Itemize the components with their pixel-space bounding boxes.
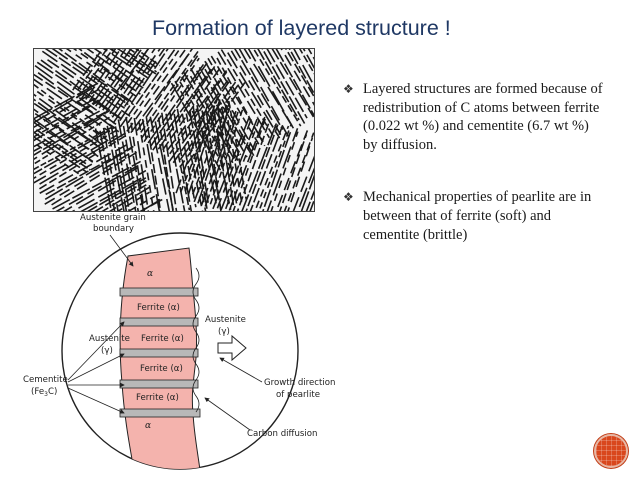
bullet-item: ❖ Mechanical properties of pearlite are … xyxy=(343,188,603,244)
bullet-text: Layered structures are formed because of… xyxy=(363,81,603,153)
label-austenite-right: Austenite xyxy=(205,315,246,325)
label-ferrite-4: Ferrite (α) xyxy=(136,393,179,403)
bullet-text: Mechanical properties of pearlite are in… xyxy=(363,189,592,243)
pearlite-formation-diagram: Austenite grain boundary α Ferrite (α) F… xyxy=(23,213,336,470)
bullet-item: ❖ Layered structures are formed because … xyxy=(343,80,603,154)
cementite-plate xyxy=(119,379,199,389)
bullet-list: ❖ Layered structures are formed because … xyxy=(343,80,603,278)
growth-arrow-icon xyxy=(217,334,247,362)
label-boundary: boundary xyxy=(93,224,134,234)
label-ferrite-3: Ferrite (α) xyxy=(140,364,183,374)
label-gamma-right: (γ) xyxy=(218,327,230,337)
label-austenite-left: Austenite xyxy=(89,334,130,344)
label-carbon-diffusion: Carbon diffusion xyxy=(247,429,317,439)
cementite-plate xyxy=(119,287,199,297)
cementite-plate xyxy=(119,408,201,418)
label-alpha-bottom: α xyxy=(145,421,151,431)
cementite-plate xyxy=(119,348,199,358)
label-ferrite-2: Ferrite (α) xyxy=(141,334,184,344)
slide-title: Formation of layered structure ! xyxy=(152,16,451,40)
label-fe3c: (Fe3C) xyxy=(31,387,57,398)
micrograph-image xyxy=(34,49,314,211)
label-gamma-left: (γ) xyxy=(101,346,113,356)
label-ferrite-1: Ferrite (α) xyxy=(137,303,180,313)
pearlite-micrograph xyxy=(33,48,315,212)
diffusion-front xyxy=(192,267,200,413)
label-cementite: Cementite xyxy=(23,375,68,385)
slide-nav-button[interactable] xyxy=(594,434,628,468)
cementite-plate xyxy=(119,317,199,327)
ferrite-region xyxy=(119,247,201,469)
label-austenite-grain: Austenite grain xyxy=(80,213,146,223)
diamond-bullet-icon: ❖ xyxy=(343,190,354,205)
label-alpha-top: α xyxy=(147,269,153,279)
diamond-bullet-icon: ❖ xyxy=(343,82,354,96)
label-of-pearlite: of pearlite xyxy=(276,390,320,400)
label-growth-direction: Growth direction xyxy=(264,378,336,388)
